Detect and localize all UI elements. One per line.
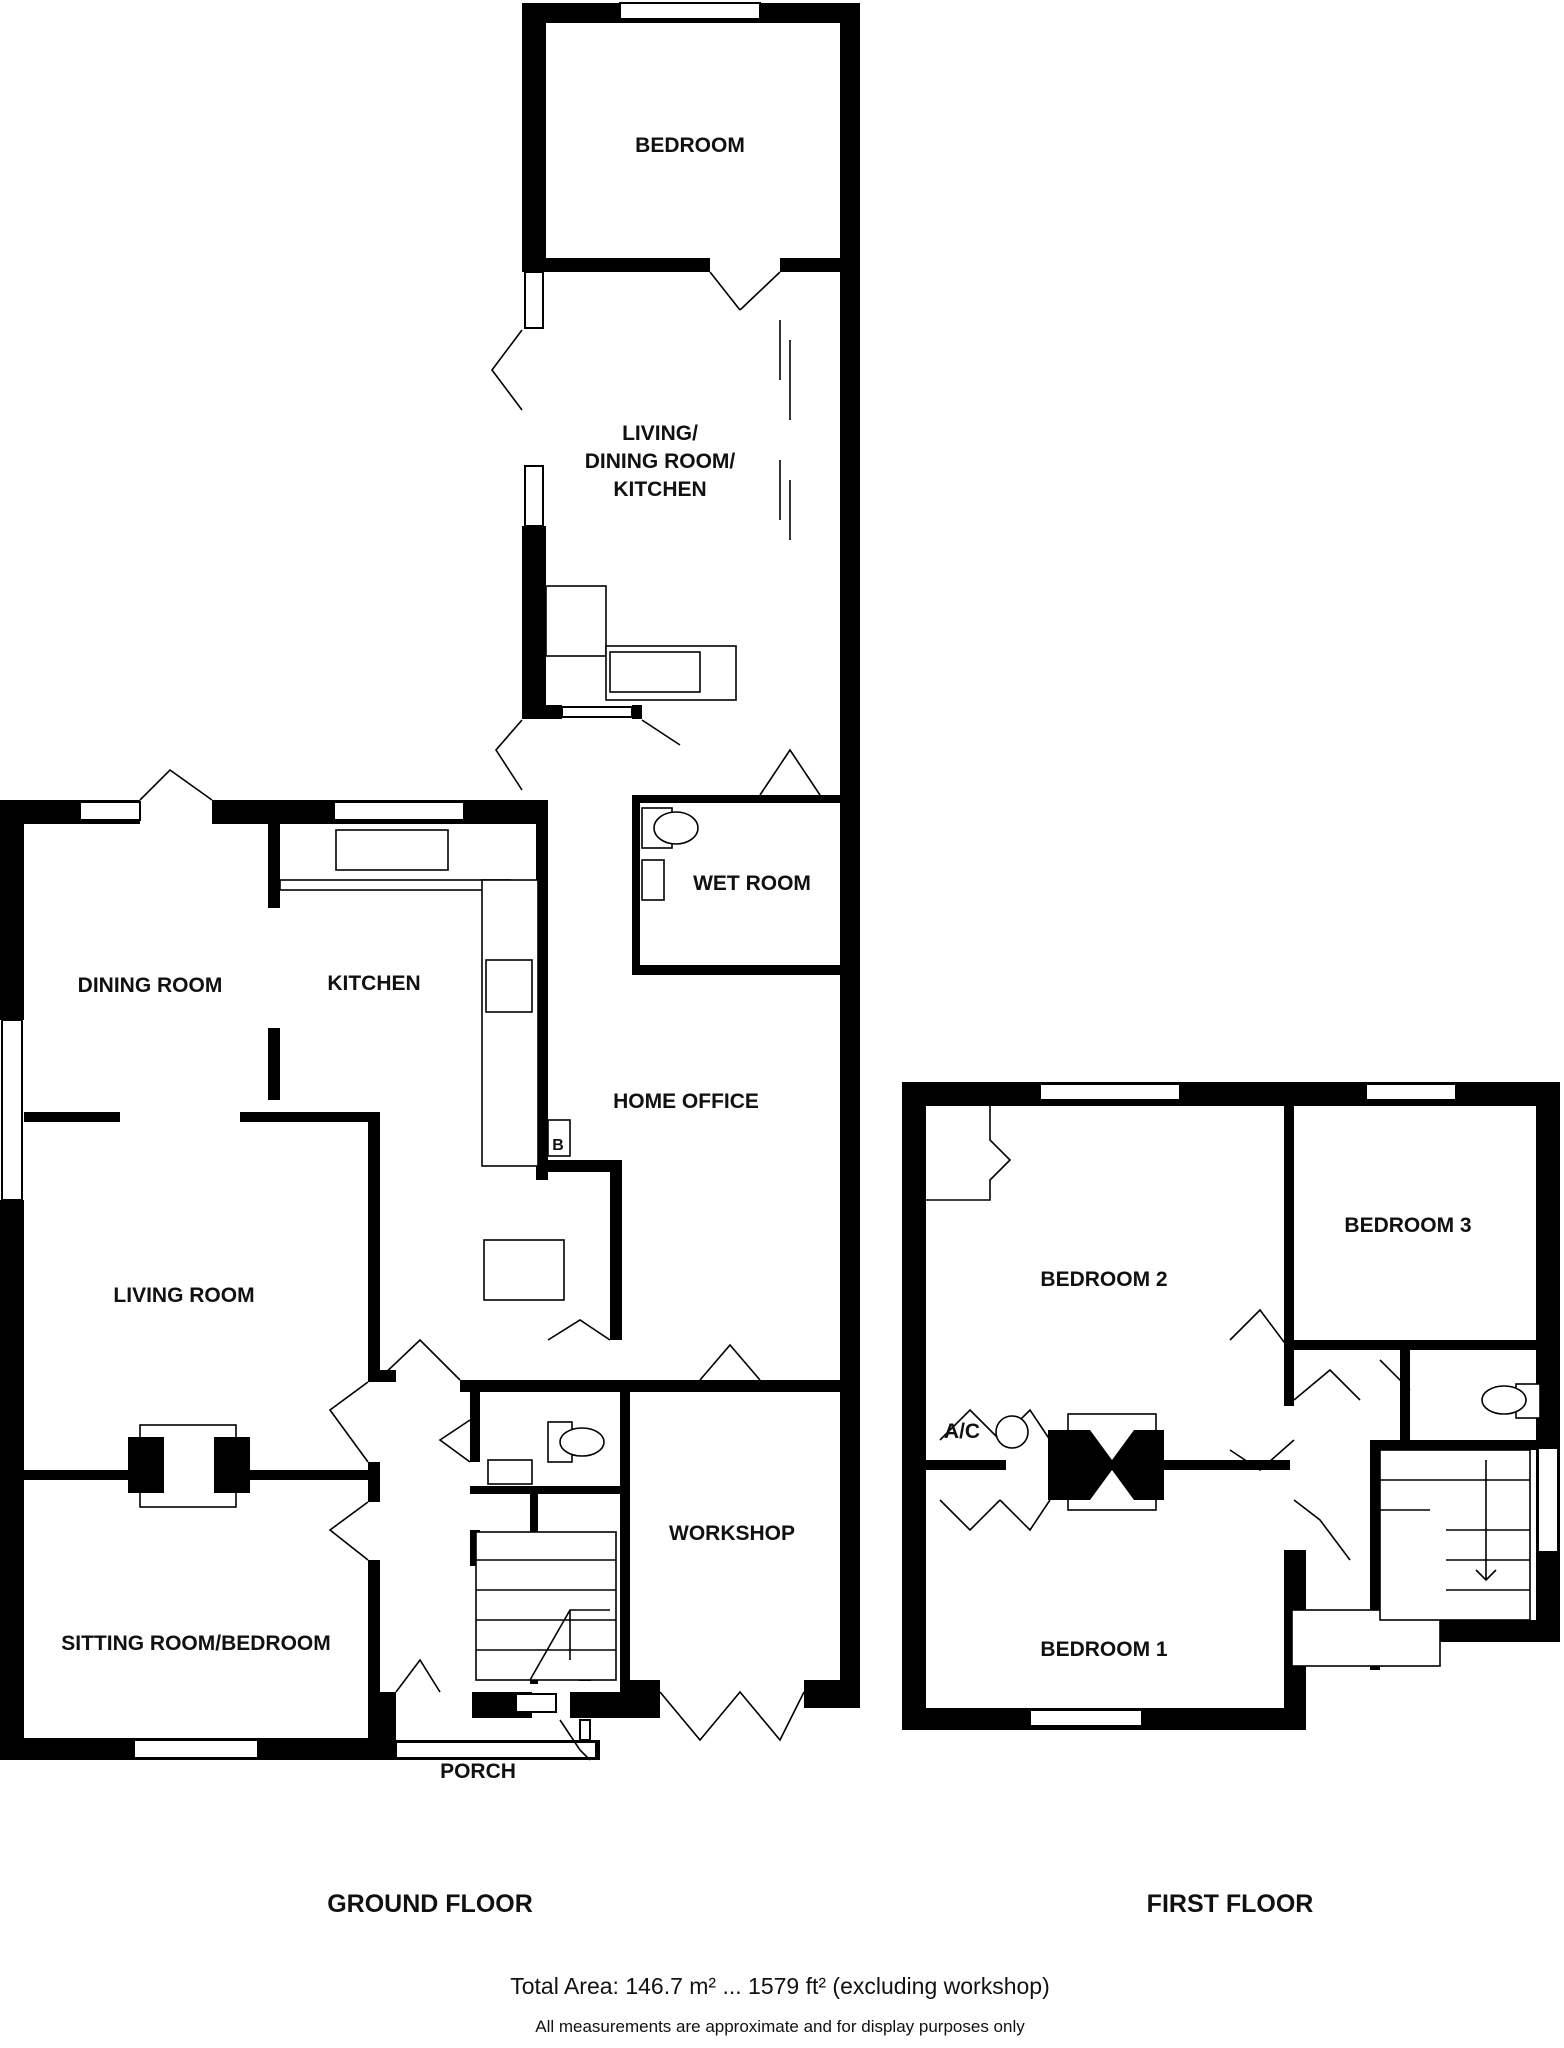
first-floor-fixtures xyxy=(1048,1383,1541,1667)
stairs-icon xyxy=(1379,1449,1531,1621)
label-bedroom-1: BEDROOM 1 xyxy=(1040,1638,1168,1661)
label-kitchen: KITCHEN xyxy=(327,972,420,995)
label-workshop: WORKSHOP xyxy=(669,1522,795,1545)
first-floor-labels: BEDROOM 2 BEDROOM 3 A/C BEDROOM 1 xyxy=(944,1214,1472,1661)
label-bedroom-2: BEDROOM 2 xyxy=(1040,1268,1167,1291)
label-wet-room: WET ROOM xyxy=(693,872,811,895)
ground-floor-windows xyxy=(1,2,761,1759)
disclaimer-text: All measurements are approximate and for… xyxy=(535,2017,1025,2036)
label-home-office: HOME OFFICE xyxy=(613,1090,759,1113)
basin-icon xyxy=(641,859,665,901)
sink-icon xyxy=(609,651,701,693)
first-floor-walls xyxy=(902,1082,1560,1730)
label-bedroom-3: BEDROOM 3 xyxy=(1344,1214,1471,1237)
ground-floor-labels: BEDROOM LIVING/ DINING ROOM/ KITCHEN WET… xyxy=(61,134,811,1783)
label-ac: A/C xyxy=(944,1420,980,1443)
ground-floor-doors xyxy=(139,271,821,1761)
label-living-room: LIVING ROOM xyxy=(113,1284,254,1307)
label-dining-room: DINING ROOM xyxy=(78,974,223,997)
label-sitting-room-bedroom: SITTING ROOM/BEDROOM xyxy=(61,1632,331,1655)
label-living-line-2: DINING ROOM/ xyxy=(585,450,736,473)
label-porch: PORCH xyxy=(440,1760,516,1783)
label-living-line-1: LIVING/ xyxy=(622,422,698,445)
stairs-icon xyxy=(475,1531,617,1681)
boiler-box xyxy=(547,1119,571,1157)
label-boiler: B xyxy=(552,1137,564,1154)
total-area-text: Total Area: 146.7 m² ... 1579 ft² (exclu… xyxy=(510,1973,1050,1999)
label-bedroom: BEDROOM xyxy=(635,134,745,157)
sink-icon xyxy=(335,829,449,871)
ground-floor-fixtures xyxy=(128,585,737,1681)
first-floor-title: FIRST FLOOR xyxy=(1147,1890,1314,1918)
ground-floor-title: GROUND FLOOR xyxy=(327,1890,533,1918)
hob-icon xyxy=(485,959,533,1013)
basin-icon xyxy=(487,1459,533,1485)
label-living-line-3: KITCHEN xyxy=(613,478,706,501)
ground-floor-walls xyxy=(0,3,860,1760)
first-floor-doors xyxy=(926,1106,1411,1561)
